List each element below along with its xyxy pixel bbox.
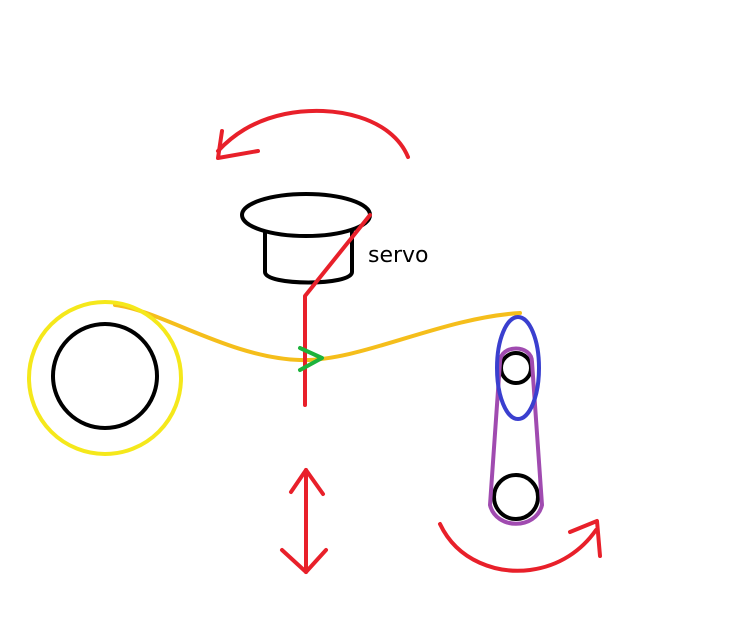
upper-pulley (499, 351, 533, 385)
pulley-belt (488, 315, 544, 526)
vertical-motion-head-up (289, 468, 325, 496)
vertical-motion-arrow (280, 468, 328, 574)
bottom-rotation-arrowhead (568, 519, 602, 558)
vertical-motion-head-down (280, 548, 328, 574)
supply-spool (27, 300, 183, 456)
thread-guide (298, 346, 324, 372)
top-rotation-arc (216, 108, 410, 159)
servo-top-disc (240, 192, 372, 238)
thread (113, 303, 522, 363)
servo-body (263, 230, 354, 285)
servo-arm (303, 213, 372, 407)
top-rotation-arrowhead (216, 129, 260, 160)
bottom-rotation-arc (438, 522, 598, 573)
spool-ring (27, 300, 183, 456)
spool-core (51, 322, 159, 430)
bottom-rotation-arrow (438, 519, 602, 573)
top-rotation-arrow (216, 108, 410, 160)
servo-label: servo (368, 243, 429, 268)
belt-loop (488, 346, 544, 526)
eccentric-loop (495, 315, 541, 421)
lower-pulley (492, 473, 540, 521)
